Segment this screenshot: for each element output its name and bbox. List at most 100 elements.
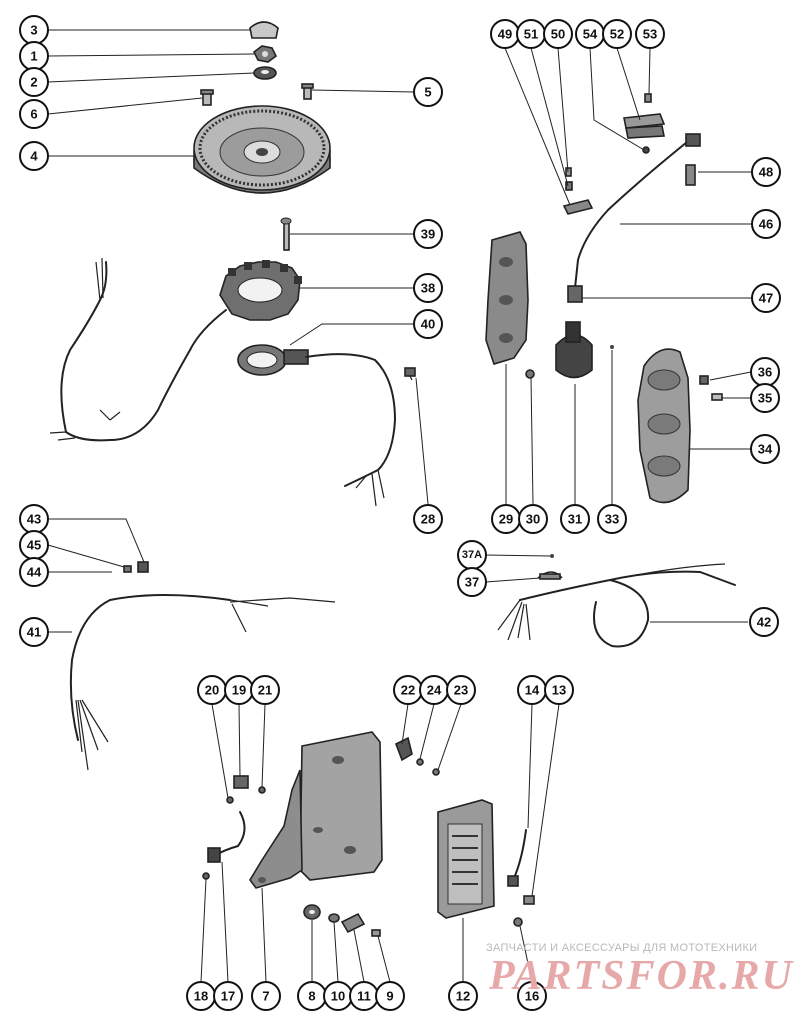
callout-41: 41	[19, 617, 49, 647]
screw-6	[200, 89, 214, 106]
svg-text:37: 37	[465, 575, 479, 590]
svg-text:6: 6	[30, 107, 37, 122]
callout-18: 18	[186, 981, 216, 1011]
svg-text:31: 31	[568, 512, 582, 527]
flywheel	[193, 105, 331, 194]
trigger-wire	[305, 353, 397, 487]
callout-29: 29	[491, 504, 521, 534]
ignition-coil	[555, 321, 593, 379]
callout-12: 12	[448, 981, 478, 1011]
svg-text:20: 20	[205, 683, 219, 698]
callout-47: 47	[751, 283, 781, 313]
screw-5	[301, 83, 314, 100]
svg-text:21: 21	[258, 683, 272, 698]
lead-clip	[562, 199, 594, 215]
callout-22: 22	[393, 675, 423, 705]
spark-plug-boot	[685, 133, 701, 186]
svg-text:48: 48	[759, 165, 773, 180]
callout-6: 6	[19, 99, 49, 129]
callout-13: 13	[544, 675, 574, 705]
svg-text:24: 24	[427, 683, 442, 698]
svg-text:22: 22	[401, 683, 415, 698]
callout-45: 45	[19, 530, 49, 560]
stator-bolt	[280, 217, 292, 251]
callout-23: 23	[446, 675, 476, 705]
part-drawings	[49, 21, 736, 937]
grommet-8	[303, 904, 321, 920]
svg-text:5: 5	[424, 85, 431, 100]
svg-text:11: 11	[357, 989, 371, 1004]
callout-7: 7	[251, 981, 281, 1011]
svg-text:35: 35	[758, 391, 772, 406]
svg-text:45: 45	[27, 538, 41, 553]
callout-54: 54	[575, 19, 605, 49]
switch-box-plate	[249, 731, 383, 889]
callout-34: 34	[750, 434, 780, 464]
svg-text:44: 44	[27, 565, 42, 580]
svg-text:53: 53	[643, 27, 657, 42]
callout-8: 8	[297, 981, 327, 1011]
callout-46: 46	[751, 209, 781, 239]
callout-10: 10	[323, 981, 353, 1011]
svg-text:47: 47	[759, 291, 773, 306]
svg-text:36: 36	[758, 365, 772, 380]
callout-5: 5	[413, 77, 443, 107]
flywheel-cap	[249, 21, 279, 39]
svg-text:29: 29	[499, 512, 513, 527]
callout-20: 20	[197, 675, 227, 705]
callout-44: 44	[19, 557, 49, 587]
clamp-52	[623, 113, 666, 139]
clip-19	[233, 775, 249, 789]
part-number-callouts: 3 1 2 6 5 4 39 38 40 28 49 51 50 54 52 5…	[19, 15, 781, 1011]
watermark-logo: PARTSFOR.RU	[489, 953, 794, 999]
callout-37a: 37A	[457, 540, 487, 570]
svg-text:2: 2	[30, 75, 37, 90]
svg-text:3: 3	[30, 23, 37, 38]
svg-text:43: 43	[27, 512, 41, 527]
callout-50: 50	[543, 19, 573, 49]
callout-9: 9	[375, 981, 405, 1011]
callout-21: 21	[250, 675, 280, 705]
flywheel-nut	[252, 45, 278, 63]
harness-clip-37	[537, 571, 563, 580]
callout-16: 16	[517, 981, 547, 1011]
callout-30: 30	[518, 504, 548, 534]
stator	[219, 260, 302, 321]
svg-text:49: 49	[498, 27, 512, 42]
callout-52: 52	[602, 19, 632, 49]
callout-19: 19	[224, 675, 254, 705]
spark-plug-lead	[574, 137, 693, 289]
callout-24: 24	[419, 675, 449, 705]
svg-text:50: 50	[551, 27, 565, 42]
harness-41	[69, 594, 231, 741]
svg-text:41: 41	[27, 625, 41, 640]
callout-14: 14	[517, 675, 547, 705]
svg-text:51: 51	[524, 27, 538, 42]
leader-lines	[47, 29, 752, 983]
svg-text:54: 54	[583, 27, 598, 42]
flywheel-washer	[253, 66, 277, 80]
callout-33: 33	[597, 504, 627, 534]
callout-35: 35	[750, 383, 780, 413]
svg-text:39: 39	[421, 227, 435, 242]
callout-3: 3	[19, 15, 49, 45]
svg-text:12: 12	[456, 989, 470, 1004]
callout-51: 51	[516, 19, 546, 49]
callout-48: 48	[751, 157, 781, 187]
svg-text:17: 17	[221, 989, 235, 1004]
callout-28: 28	[413, 504, 443, 534]
svg-text:38: 38	[421, 281, 435, 296]
coil-housing	[485, 231, 529, 365]
svg-text:19: 19	[232, 683, 246, 698]
callout-1: 1	[19, 41, 49, 71]
svg-text:23: 23	[454, 683, 468, 698]
callout-4: 4	[19, 141, 49, 171]
svg-text:13: 13	[552, 683, 566, 698]
svg-text:52: 52	[610, 27, 624, 42]
trigger-coil	[237, 344, 309, 376]
watermark-tagline: ЗАПЧАСТИ И АКСЕССУАРЫ ДЛЯ МОТОТЕХНИКИ	[486, 942, 758, 954]
svg-text:16: 16	[525, 989, 539, 1004]
svg-text:30: 30	[526, 512, 540, 527]
callout-31: 31	[560, 504, 590, 534]
